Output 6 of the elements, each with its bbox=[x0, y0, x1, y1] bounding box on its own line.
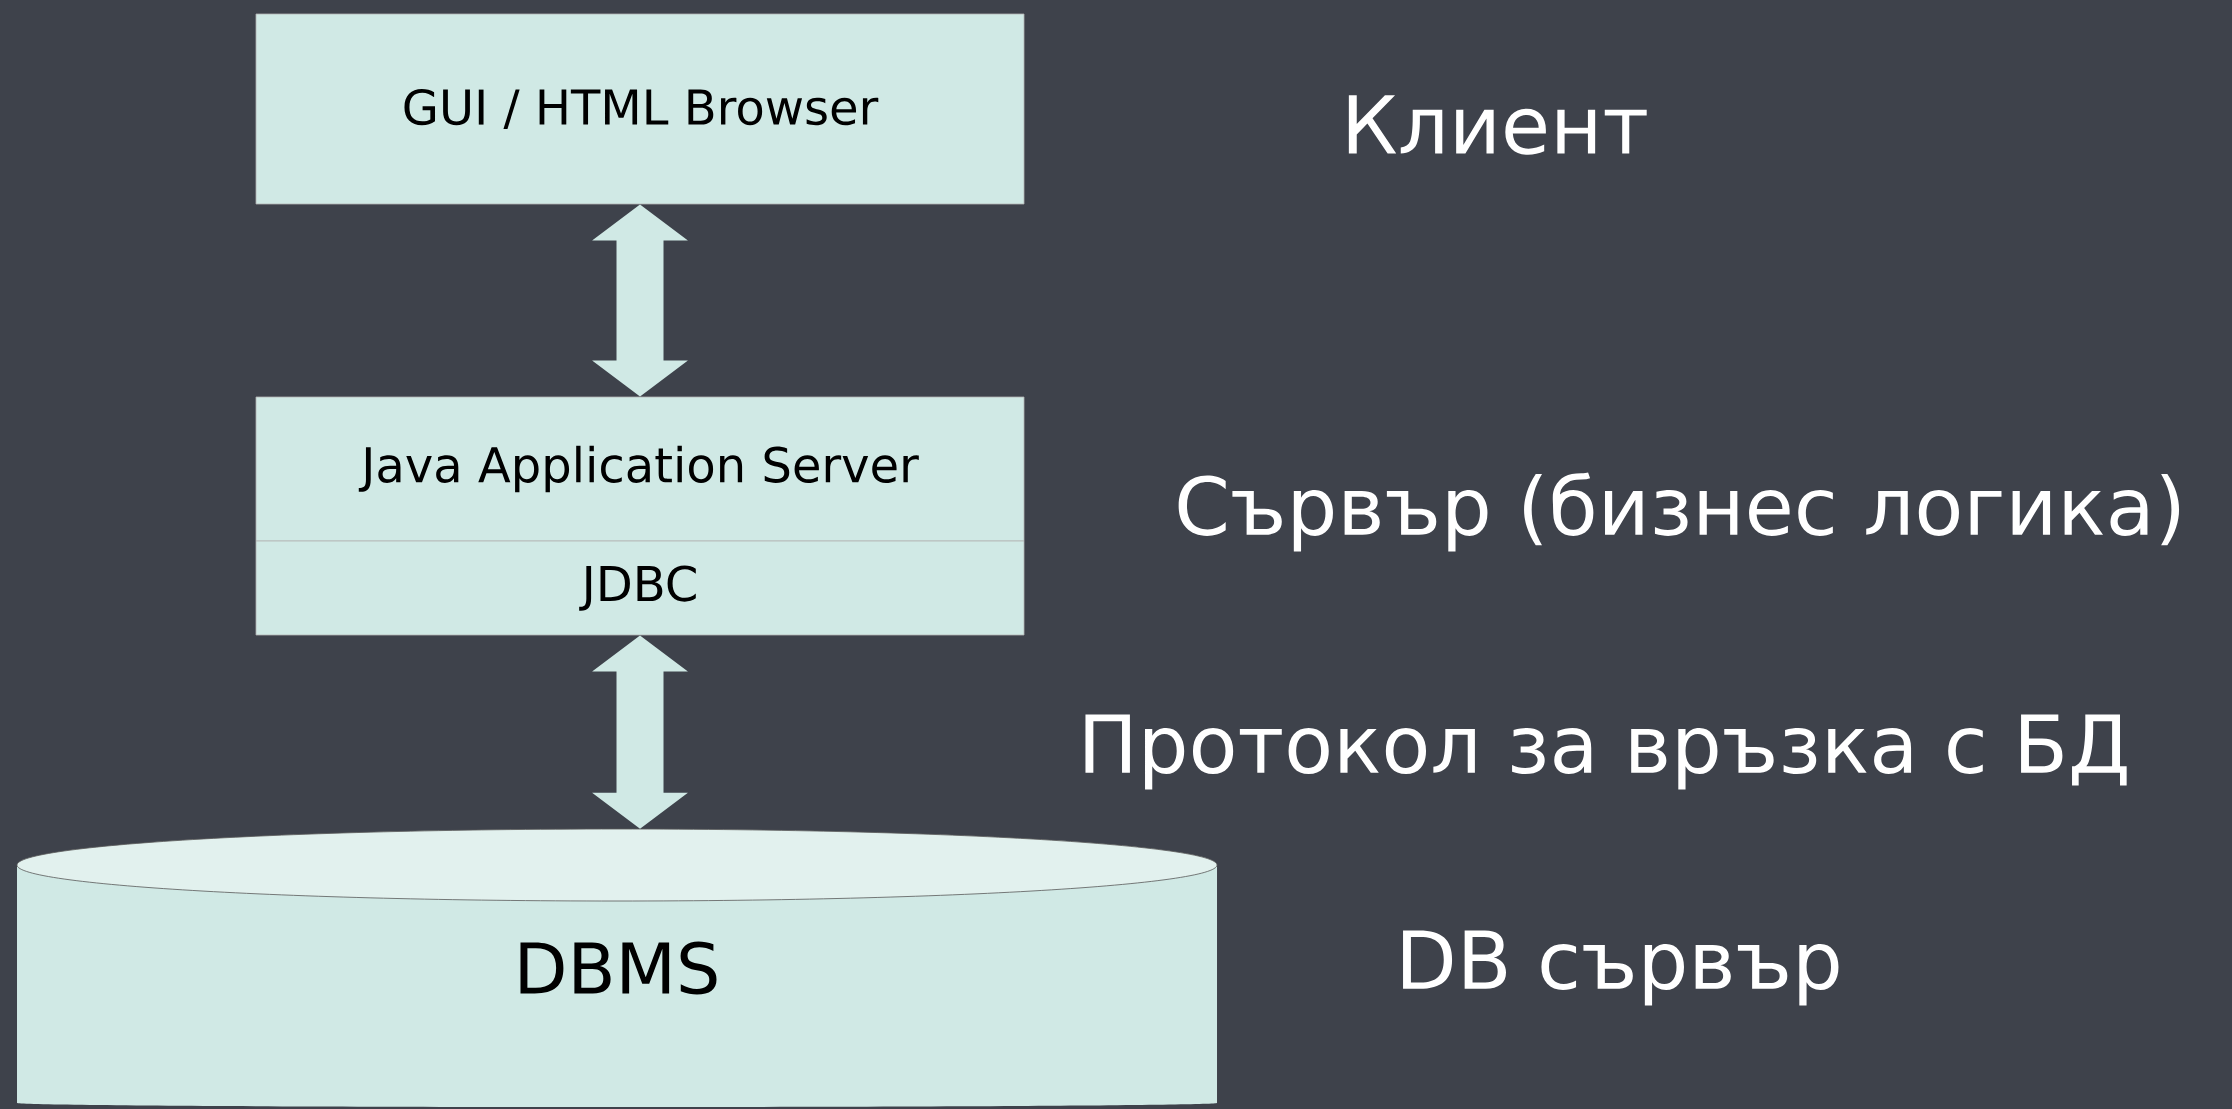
layer-label: Клиент bbox=[1348, 95, 1647, 155]
layer-label: DB сървър bbox=[1403, 930, 1839, 1006]
layer-label: Сървър (бизнес логика) bbox=[1178, 472, 2180, 552]
layer-box: GUI / HTML Browser bbox=[255, 13, 1025, 205]
database-cylinder: DBMS bbox=[16, 828, 1218, 1107]
layer-label: Протокол за връзка с БД bbox=[1085, 714, 2127, 790]
